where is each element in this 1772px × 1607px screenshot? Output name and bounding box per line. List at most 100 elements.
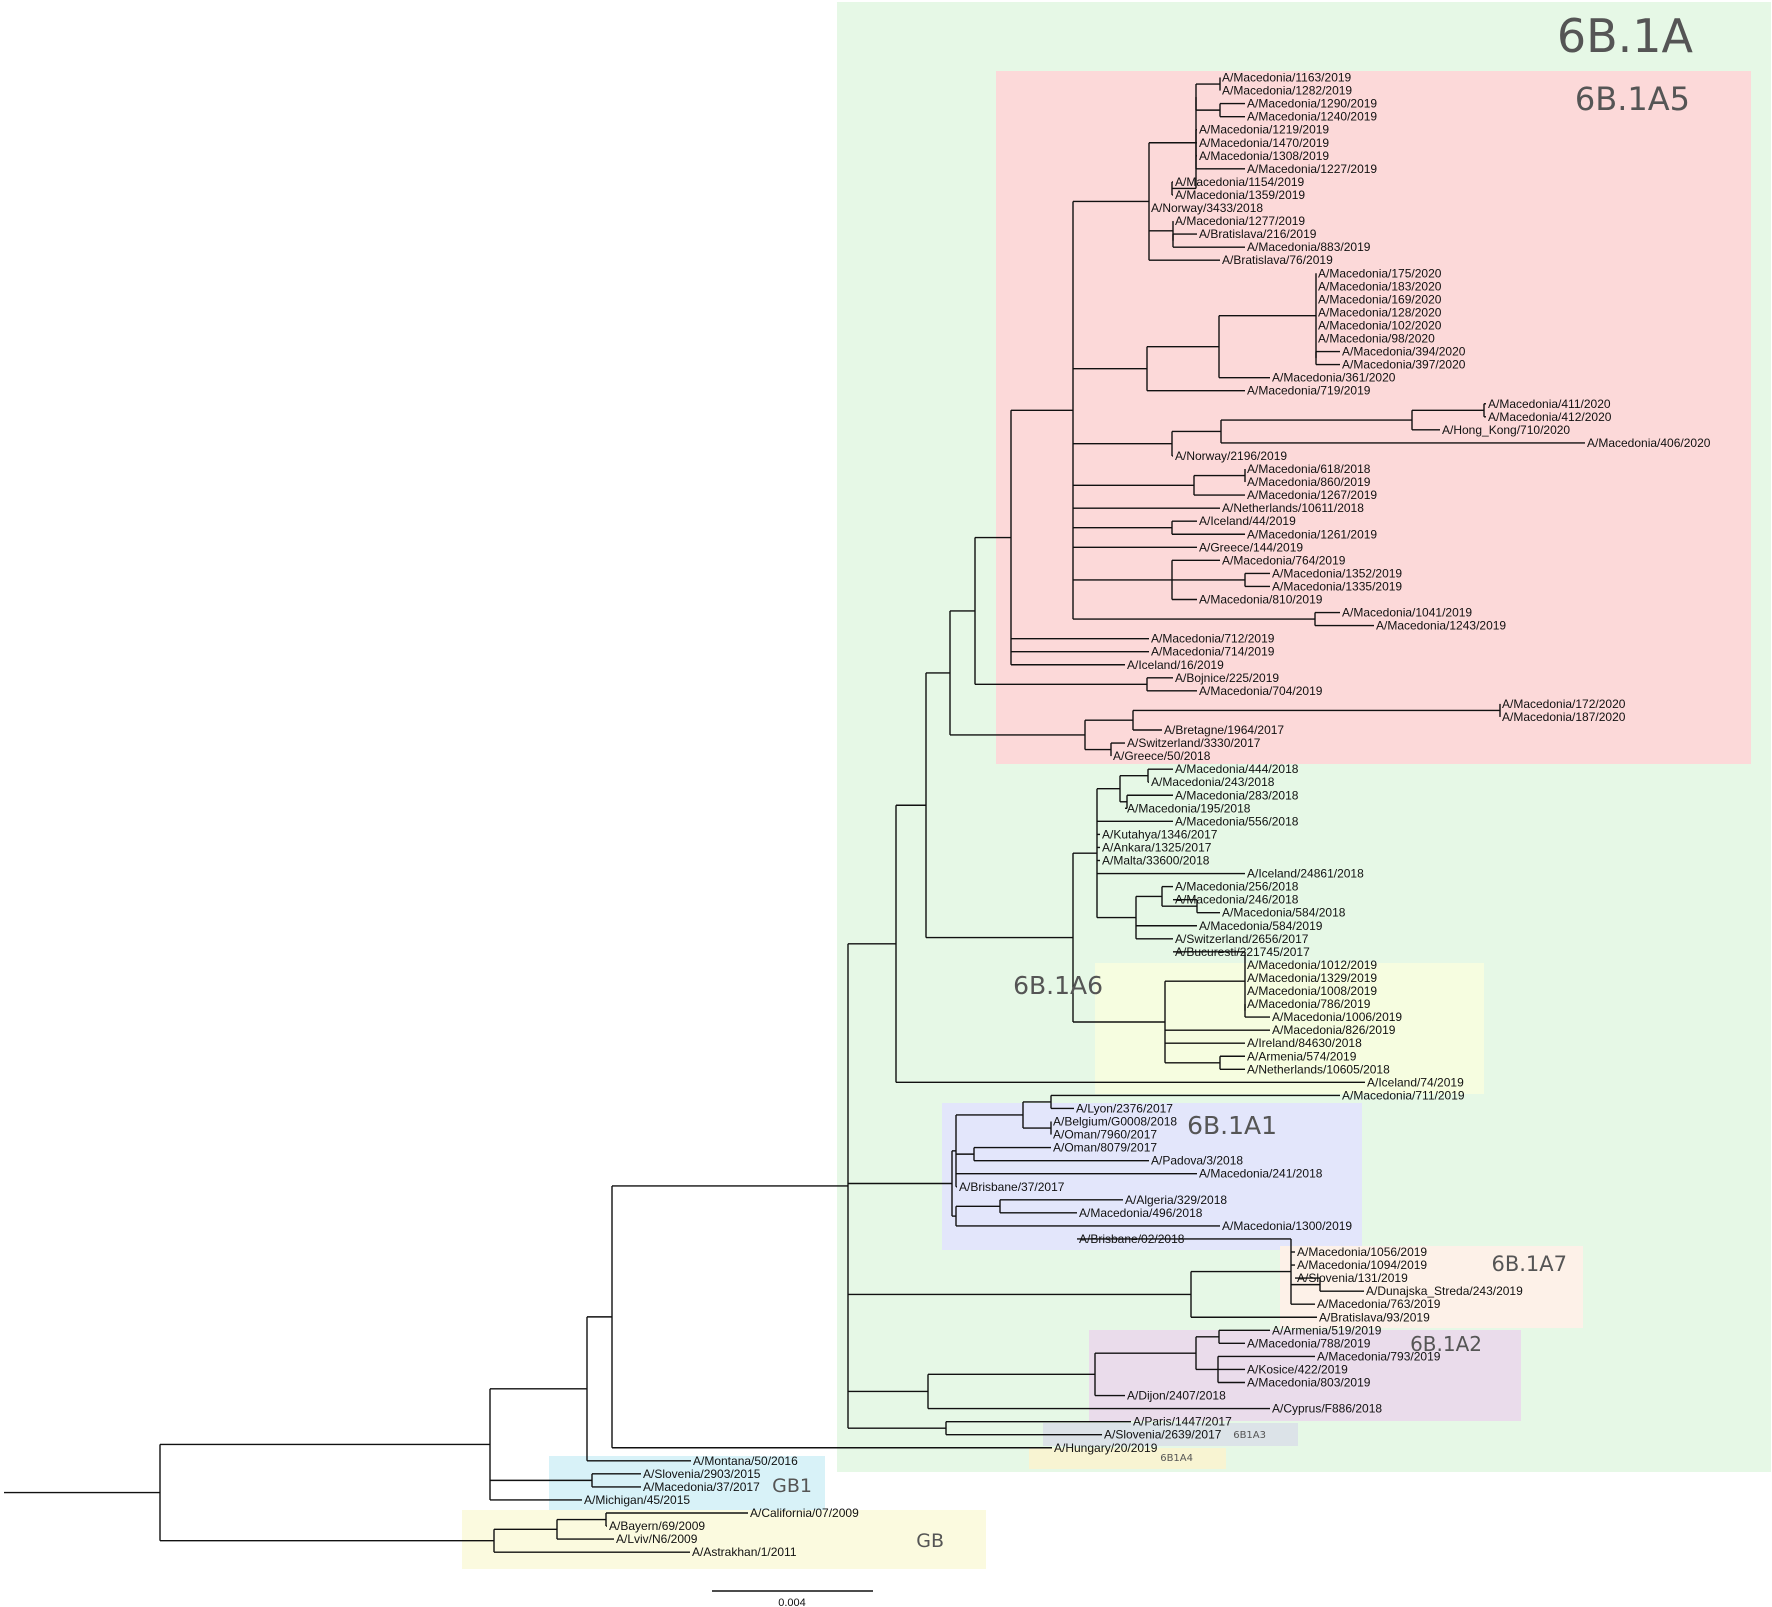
c6b1a3-background: [1043, 1423, 1298, 1446]
leaf-label: A/Macedonia/444/2018: [1175, 762, 1299, 776]
leaf-label: A/Paris/1447/2017: [1133, 1415, 1232, 1429]
leaf-label: A/Dunajska_Streda/243/2019: [1366, 1284, 1523, 1298]
leaf-label: A/Macedonia/243/2018: [1151, 775, 1275, 789]
c6b1a6-background: [1095, 963, 1484, 1094]
leaf-label: A/Macedonia/102/2020: [1318, 318, 1442, 332]
leaf-label: A/Macedonia/256/2018: [1175, 880, 1299, 894]
leaf-label: A/Macedonia/187/2020: [1502, 710, 1626, 724]
leaf-label: A/Brisbane/37/2017: [959, 1180, 1065, 1194]
leaf-label: A/Macedonia/1008/2019: [1247, 984, 1377, 998]
leaf-label: A/Macedonia/1267/2019: [1247, 488, 1377, 502]
leaf-label: A/Macedonia/1470/2019: [1199, 136, 1329, 150]
leaf-label: A/Macedonia/406/2020: [1587, 436, 1711, 450]
c6b1a1-label: 6B.1A1: [1187, 1111, 1277, 1140]
leaf-label: A/Macedonia/764/2019: [1222, 553, 1346, 567]
leaf-label: A/Malta/33600/2018: [1102, 854, 1210, 868]
leaf-label: A/Ireland/84630/2018: [1247, 1036, 1362, 1050]
leaf-label: A/Macedonia/195/2018: [1127, 801, 1251, 815]
leaf-label: A/Macedonia/618/2018: [1247, 462, 1371, 476]
leaf-label: A/Macedonia/803/2019: [1247, 1376, 1371, 1390]
leaf-label: A/Macedonia/1335/2019: [1272, 579, 1402, 593]
leaf-label: A/Armenia/574/2019: [1247, 1049, 1357, 1063]
leaf-label: A/Macedonia/788/2019: [1247, 1336, 1371, 1350]
leaf-label: A/Macedonia/411/2020: [1488, 397, 1611, 411]
leaf-label: A/Slovenia/2639/2017: [1104, 1428, 1222, 1442]
leaf-label: A/Macedonia/712/2019: [1151, 632, 1275, 646]
leaf-label: A/Dijon/2407/2018: [1127, 1389, 1226, 1403]
leaf-labels: A/Macedonia/1163/2019A/Macedonia/1282/20…: [584, 71, 1711, 1560]
leaf-label: A/Armenia/519/2019: [1272, 1323, 1382, 1337]
c6b1a2-label: 6B.1A2: [1410, 1332, 1482, 1356]
leaf-label: A/Macedonia/246/2018: [1175, 893, 1299, 907]
leaf-label: A/Oman/7960/2017: [1053, 1128, 1157, 1142]
leaf-label: A/Macedonia/1290/2019: [1247, 97, 1377, 111]
cgb-background: [462, 1510, 986, 1569]
c6b1a4-background: [1029, 1448, 1226, 1469]
leaf-label: A/Algeria/329/2018: [1125, 1193, 1227, 1207]
c6b1a3-label: 6B1A3: [1233, 1430, 1266, 1441]
c6b1a7-background: [1280, 1246, 1583, 1328]
leaf-label: A/Macedonia/1154/2019: [1175, 175, 1305, 189]
leaf-label: A/Kosice/422/2019: [1247, 1362, 1348, 1376]
leaf-label: A/Montana/50/2016: [693, 1454, 798, 1468]
leaf-label: A/Macedonia/1359/2019: [1175, 188, 1305, 202]
leaf-label: A/Macedonia/1329/2019: [1247, 971, 1377, 985]
leaf-label: A/Greece/50/2018: [1113, 749, 1211, 763]
leaf-label: A/Macedonia/496/2018: [1079, 1206, 1203, 1220]
leaf-label: A/Macedonia/1300/2019: [1222, 1219, 1352, 1233]
leaf-label: A/Macedonia/786/2019: [1247, 997, 1371, 1011]
leaf-label: A/Macedonia/98/2020: [1318, 332, 1435, 346]
leaf-label: A/Macedonia/556/2018: [1175, 814, 1299, 828]
cgb1-label: GB1: [772, 1475, 812, 1497]
leaf-label: A/Macedonia/394/2020: [1342, 345, 1466, 359]
leaf-label: A/Bojnice/225/2019: [1175, 671, 1279, 685]
c6b1a4-label: 6B1A4: [1160, 1453, 1193, 1464]
leaf-label: A/Ankara/1325/2017: [1102, 840, 1212, 854]
scale-bar-label: 0.004: [778, 1597, 806, 1607]
leaf-label: A/Iceland/74/2019: [1367, 1075, 1464, 1089]
leaf-label: A/Macedonia/793/2019: [1317, 1349, 1441, 1363]
leaf-label: A/Macedonia/1056/2019: [1297, 1245, 1427, 1259]
leaf-label: A/Macedonia/1243/2019: [1376, 619, 1506, 633]
leaf-label: A/Macedonia/826/2019: [1272, 1023, 1396, 1037]
leaf-label: A/Macedonia/1277/2019: [1175, 214, 1305, 228]
leaf-label: A/Macedonia/283/2018: [1175, 788, 1299, 802]
leaf-label: A/Astrakhan/1/2011: [692, 1545, 797, 1559]
leaf-label: A/Macedonia/1006/2019: [1272, 1010, 1402, 1024]
cgb1-background: [549, 1456, 825, 1510]
leaf-label: A/Brisbane/02/2018: [1079, 1232, 1185, 1246]
leaf-label: A/Macedonia/1282/2019: [1222, 84, 1352, 98]
leaf-label: A/Switzerland/3330/2017: [1127, 736, 1261, 750]
leaf-label: A/Macedonia/183/2020: [1318, 279, 1442, 293]
leaf-label: A/Macedonia/883/2019: [1247, 240, 1371, 254]
leaf-label: A/Macedonia/397/2020: [1342, 358, 1466, 372]
leaf-label: A/Slovenia/2903/2015: [643, 1467, 761, 1481]
leaf-label: A/Macedonia/1219/2019: [1199, 123, 1329, 137]
leaf-label: A/Belgium/G0008/2018: [1053, 1115, 1177, 1129]
leaf-label: A/Macedonia/584/2018: [1222, 906, 1346, 920]
leaf-label: A/California/07/2009: [750, 1506, 859, 1520]
leaf-label: A/Netherlands/10611/2018: [1222, 501, 1364, 515]
leaf-label: A/Iceland/44/2019: [1199, 514, 1296, 528]
leaf-label: A/Macedonia/37/2017: [643, 1480, 760, 1494]
leaf-label: A/Macedonia/1240/2019: [1247, 110, 1377, 124]
leaf-label: A/Kutahya/1346/2017: [1102, 827, 1218, 841]
leaf-label: A/Macedonia/719/2019: [1247, 384, 1371, 398]
leaf-label: A/Netherlands/10605/2018: [1247, 1062, 1390, 1076]
leaf-label: A/Cyprus/F886/2018: [1272, 1402, 1382, 1416]
leaf-label: A/Macedonia/1012/2019: [1247, 958, 1377, 972]
leaf-label: A/Macedonia/412/2020: [1488, 410, 1612, 424]
leaf-label: A/Macedonia/711/2019: [1342, 1088, 1465, 1102]
leaf-label: A/Macedonia/1094/2019: [1297, 1258, 1427, 1272]
leaf-label: A/Macedonia/584/2019: [1199, 919, 1323, 933]
c6b1a2-background: [1089, 1330, 1521, 1421]
leaf-label: A/Lviv/N6/2009: [616, 1532, 698, 1546]
leaf-label: A/Oman/8079/2017: [1053, 1141, 1157, 1155]
leaf-label: A/Bayern/69/2009: [609, 1519, 705, 1533]
cgb-label: GB: [916, 1530, 944, 1552]
leaf-label: A/Macedonia/714/2019: [1151, 645, 1275, 659]
tree-branches: [4, 77, 1585, 1553]
leaf-label: A/Greece/144/2019: [1199, 540, 1303, 554]
leaf-label: A/Switzerland/2656/2017: [1175, 932, 1309, 946]
